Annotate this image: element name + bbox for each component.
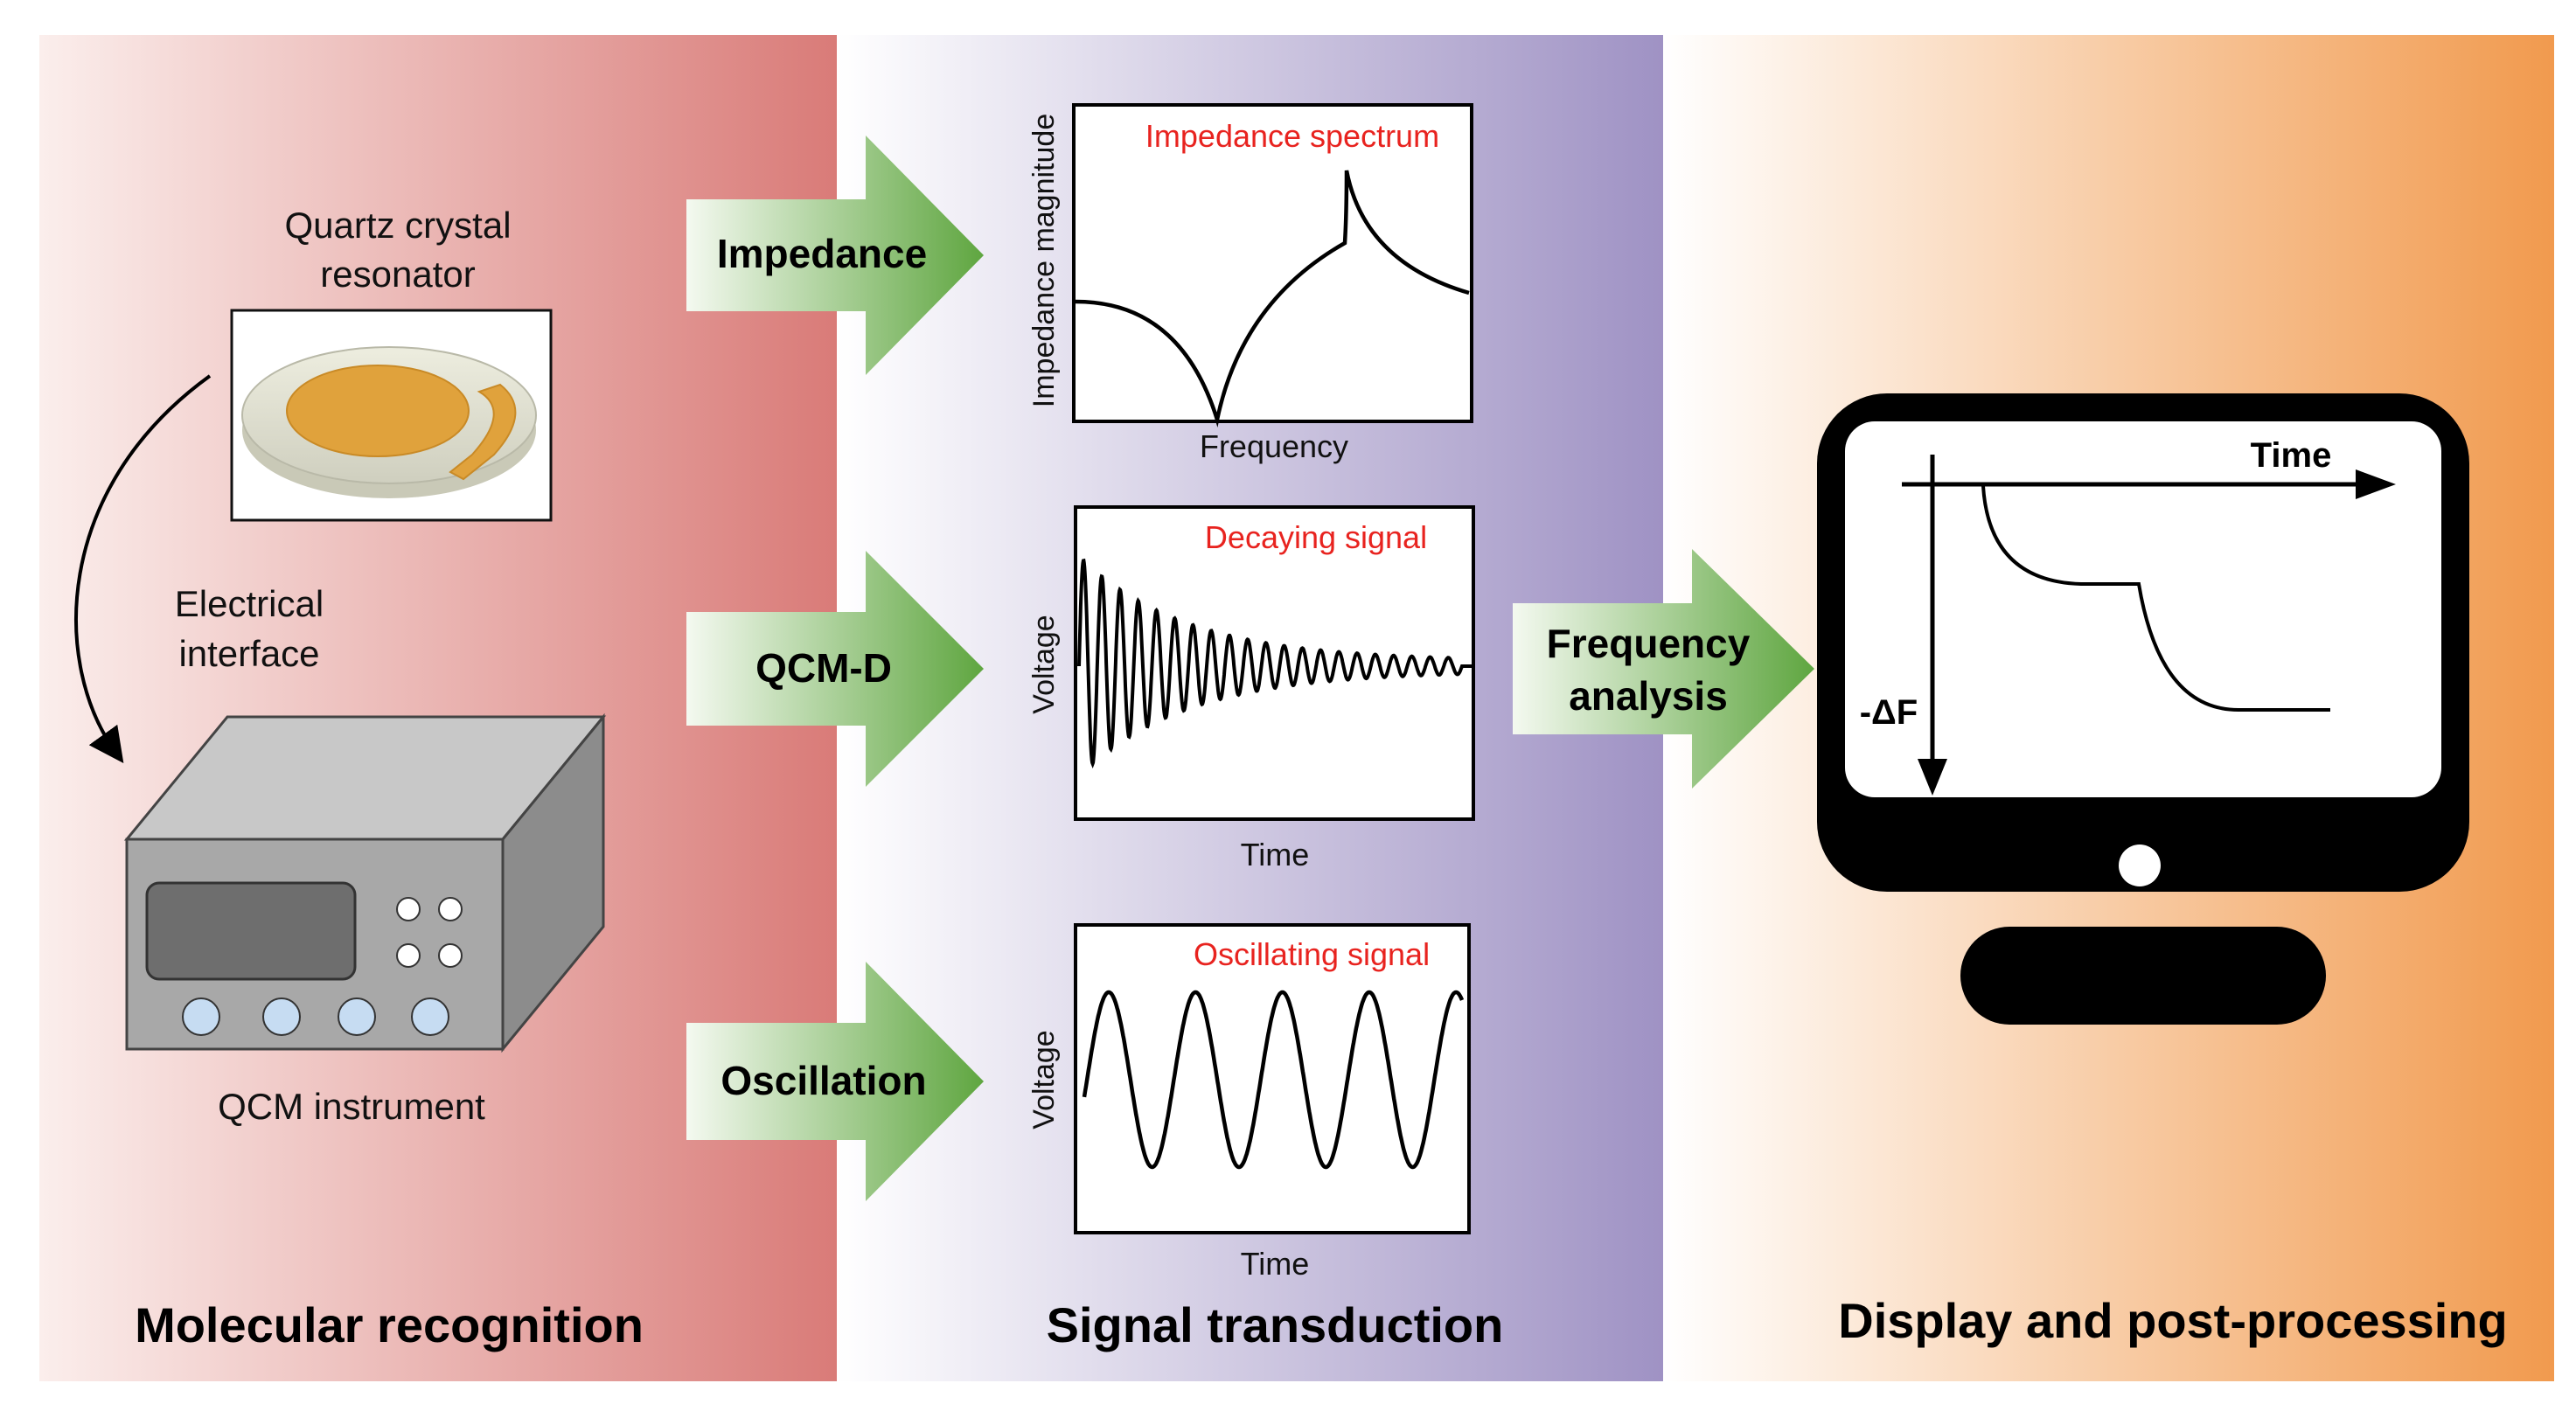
impedance-arrow-label: Impedance bbox=[717, 231, 927, 276]
decaying-plot-xlabel: Time bbox=[1241, 837, 1310, 872]
oscillating-signal-plot: Oscillating signal Time Voltage bbox=[1027, 923, 1471, 1282]
signal-transduction-title: Signal transduction bbox=[1047, 1297, 1504, 1352]
resonator-label-line2: resonator bbox=[320, 254, 475, 295]
electrical-interface-arrow bbox=[74, 374, 212, 763]
impedance-plot-title: Impedance spectrum bbox=[1145, 118, 1439, 154]
quartz-crystal-resonator-image bbox=[230, 309, 553, 522]
monitor-stand bbox=[1960, 927, 2326, 1025]
impedance-plot-ylabel: Impedance magnitude bbox=[1027, 114, 1061, 407]
frequency-shift-curve bbox=[1981, 485, 2330, 712]
qcmd-arrow: QCM-D bbox=[686, 551, 984, 787]
oscillation-arrow: Oscillation bbox=[686, 962, 984, 1201]
molecular-recognition-title: Molecular recognition bbox=[135, 1297, 644, 1352]
resonator-label-line1: Quartz crystal bbox=[284, 205, 511, 246]
interface-label-line2: interface bbox=[178, 633, 319, 674]
screen-xlabel: Time bbox=[2251, 436, 2332, 475]
monitor-icon: Time -ΔF bbox=[1817, 393, 2469, 1025]
impedance-arrow: Impedance bbox=[686, 136, 984, 375]
interface-label-line1: Electrical bbox=[175, 583, 324, 624]
qcmd-arrow-label: QCM-D bbox=[755, 645, 892, 691]
oscillating-plot-title: Oscillating signal bbox=[1194, 936, 1430, 972]
oscillating-plot-xlabel: Time bbox=[1241, 1246, 1310, 1282]
frequency-analysis-label-line1: Frequency bbox=[1547, 621, 1751, 666]
instrument-label: QCM instrument bbox=[218, 1086, 485, 1127]
monitor-power-button bbox=[2119, 845, 2161, 886]
oscillating-waveform bbox=[1082, 990, 1465, 1170]
display-title: Display and post-processing bbox=[1838, 1293, 2508, 1348]
qcm-instrument-image bbox=[123, 712, 607, 1053]
impedance-spectrum-plot: Impedance spectrum Frequency Impedance m… bbox=[1027, 103, 1473, 464]
oscillation-arrow-label: Oscillation bbox=[721, 1058, 926, 1103]
impedance-curve bbox=[1075, 170, 1470, 427]
impedance-plot-xlabel: Frequency bbox=[1200, 428, 1348, 464]
decaying-waveform bbox=[1077, 558, 1472, 768]
decaying-signal-plot: Decaying signal Time Voltage bbox=[1027, 505, 1475, 872]
screen-ylabel: -ΔF bbox=[1860, 693, 1918, 732]
decaying-plot-ylabel: Voltage bbox=[1027, 615, 1061, 713]
oscillating-plot-ylabel: Voltage bbox=[1027, 1030, 1061, 1129]
decaying-plot-title: Decaying signal bbox=[1205, 519, 1427, 555]
frequency-analysis-label-line2: analysis bbox=[1569, 673, 1728, 719]
frequency-analysis-arrow: Frequency analysis bbox=[1513, 549, 1814, 789]
